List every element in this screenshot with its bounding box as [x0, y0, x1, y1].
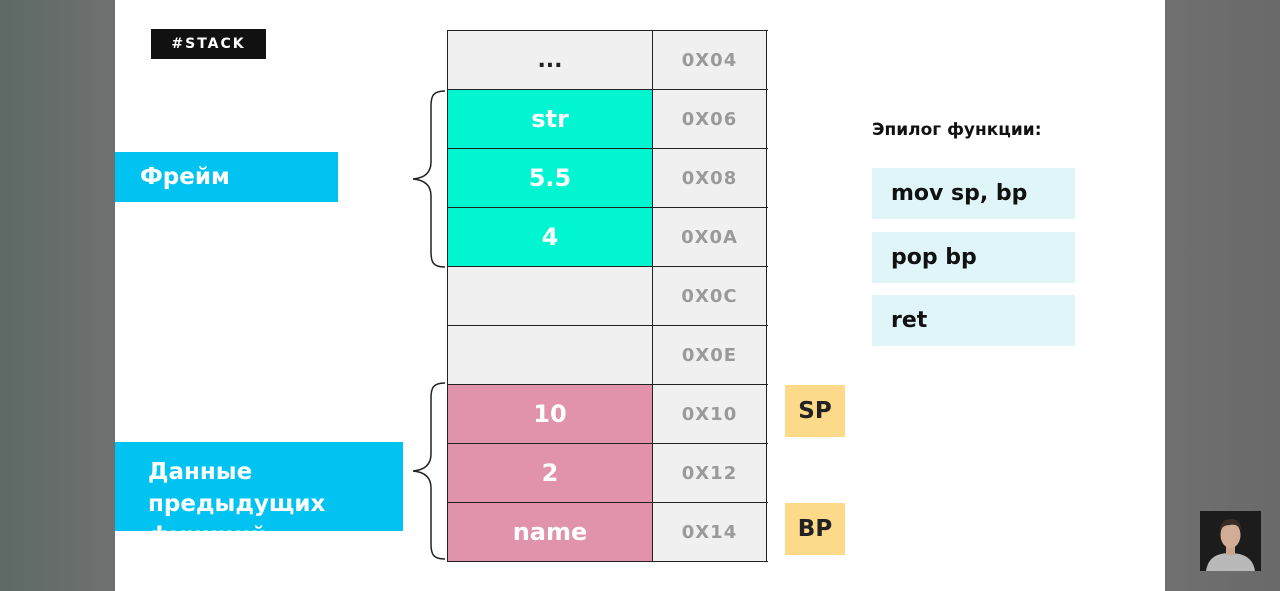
previous-data-label-line1: Данные предыдущих	[148, 459, 326, 517]
stack-cell-address: 0X0E	[653, 326, 767, 384]
stack-row-0x06: str 0X06	[448, 90, 768, 149]
stack-cell-value: name	[448, 503, 653, 561]
stack-cell-value: ...	[448, 31, 653, 89]
stack-row-0x04: ... 0X04	[448, 31, 768, 90]
previous-data-label: Данные предыдущих функций	[115, 442, 403, 549]
stack-cell-address: 0X04	[653, 31, 767, 89]
stack-tag: #STACK	[151, 29, 266, 59]
stack-cell-address: 0X0A	[653, 208, 767, 266]
stack-cell-value: str	[448, 90, 653, 148]
function-frame-label-text: Фрейм функции	[140, 164, 259, 240]
previous-data-label-line2: функций	[148, 523, 267, 549]
stack-row-0x12: 2 0X12	[448, 444, 768, 503]
sp-register-badge: SP	[785, 385, 845, 437]
stack-row-0x0e: 0X0E	[448, 326, 768, 385]
stack-cell-value: 5.5	[448, 149, 653, 207]
stack-cell-address: 0X12	[653, 444, 767, 502]
stack-cell-address: 0X14	[653, 503, 767, 561]
epilogue-command: mov sp, bp	[872, 168, 1075, 219]
epilogue-command: ret	[872, 295, 1075, 346]
epilogue-title: Эпилог функции:	[872, 120, 1042, 140]
stack-cell-value: 4	[448, 208, 653, 266]
stack-row-0x08: 5.5 0X08	[448, 149, 768, 208]
bp-register-badge: BP	[785, 503, 845, 555]
stack-cell-address: 0X10	[653, 385, 767, 443]
presenter-webcam-icon	[1200, 511, 1261, 571]
slide: #STACK Фрейм функции Данные предыдущих ф…	[115, 0, 1165, 591]
stack-cell-address: 0X06	[653, 90, 767, 148]
stack-row-0x14: name 0X14	[448, 503, 768, 562]
function-frame-label: Фрейм функции	[115, 152, 338, 240]
stack-cell-value: 10	[448, 385, 653, 443]
stack-cell-value: 2	[448, 444, 653, 502]
frame-brace-icon	[412, 90, 446, 268]
stack-cell-address: 0X08	[653, 149, 767, 207]
stack-row-0x10: 10 0X10	[448, 385, 768, 444]
stack-row-0x0a: 4 0X0A	[448, 208, 768, 267]
stack-table: ... 0X04 str 0X06 5.5 0X08 4 0X0A 0X0C 0…	[447, 30, 768, 562]
stack-cell-value	[448, 326, 653, 384]
stack-row-0x0c: 0X0C	[448, 267, 768, 326]
stack-cell-value	[448, 267, 653, 325]
stack-cell-address: 0X0C	[653, 267, 767, 325]
epilogue-command: pop bp	[872, 232, 1075, 283]
previous-data-brace-icon	[412, 382, 446, 560]
